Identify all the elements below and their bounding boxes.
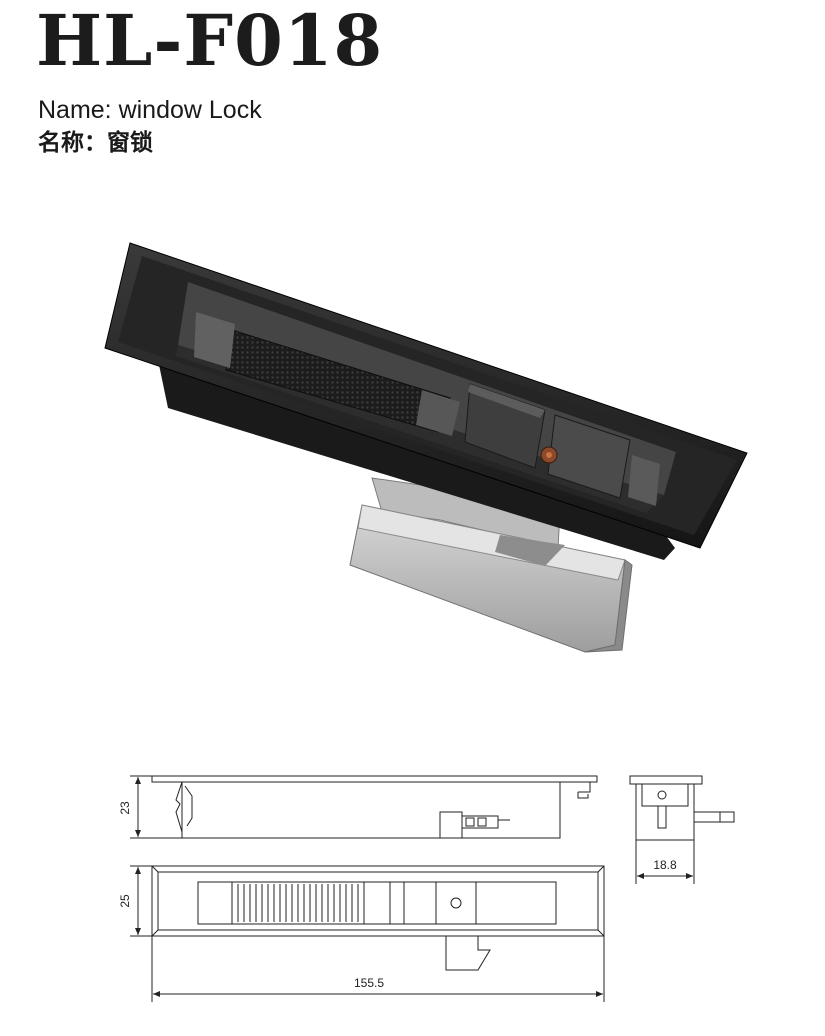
- brush-strip-lines: [237, 884, 359, 922]
- product-name-chinese: 名称：窗锁: [38, 129, 153, 155]
- product-render: [104, 242, 748, 653]
- side-view-drawing: [151, 775, 598, 839]
- dim-top-height: 25: [118, 894, 132, 908]
- product-name-english: Name: window Lock: [38, 96, 262, 124]
- dim-length: 155.5: [354, 976, 384, 990]
- product-model-title: HL-F018: [36, 0, 384, 82]
- black-housing: [104, 242, 748, 560]
- dimension-lines: [130, 775, 695, 1002]
- top-view-drawing: [151, 865, 605, 971]
- dim-end-width: 18.8: [653, 858, 677, 872]
- silver-bracket: [349, 477, 633, 653]
- dim-side-height: 23: [118, 801, 132, 815]
- end-view-drawing: [629, 775, 735, 841]
